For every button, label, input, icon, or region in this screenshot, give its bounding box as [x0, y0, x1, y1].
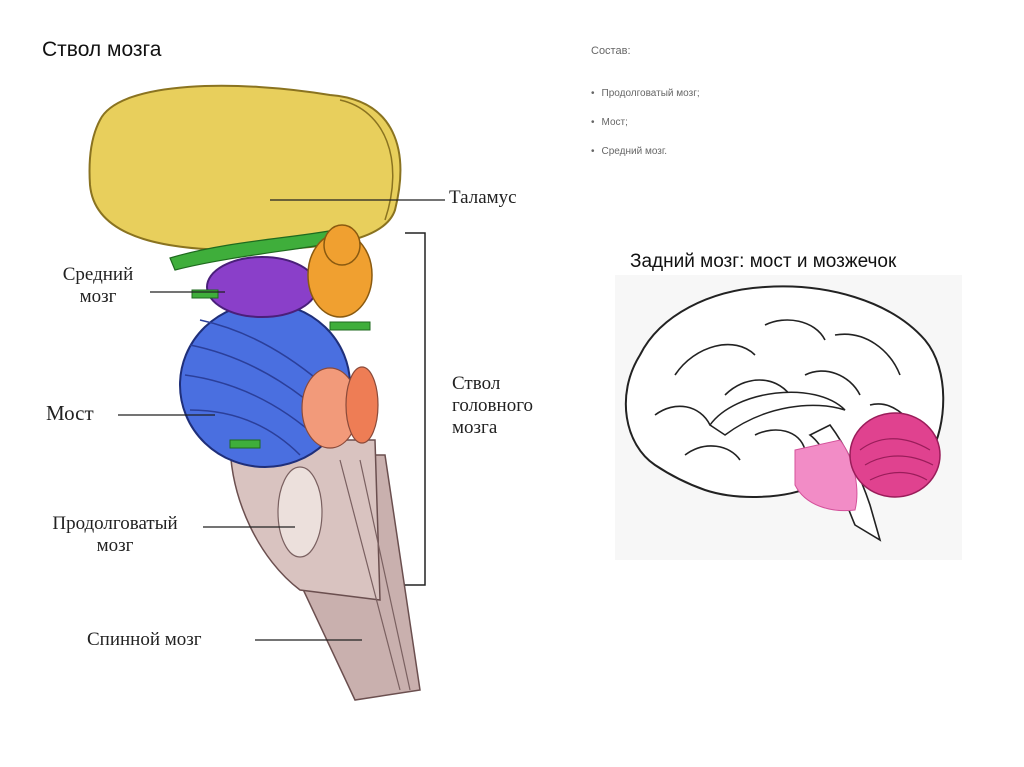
composition-item-medulla: Продолговатый мозг; [591, 88, 700, 117]
hindbrain-illustration [615, 275, 962, 560]
midbrain-shape [206, 256, 318, 318]
olive-shape [277, 466, 323, 558]
label-medulla-line2: мозг [96, 535, 134, 556]
orange-lobe-upper-shape [323, 224, 361, 266]
slide-title: Ствол мозга [42, 38, 162, 61]
pons-highlight [794, 439, 858, 512]
label-medulla-line1: Продолговатый [52, 513, 178, 534]
label-midbrain-line1: Средний [62, 264, 134, 285]
label-midbrain-line2: мозг [79, 286, 117, 307]
thalamus-shape [88, 84, 402, 252]
label-brainstem: Ствол головного мозга [452, 373, 533, 439]
label-spinal-cord: Спинной мозг [87, 629, 202, 650]
cerebellum-shape [849, 412, 941, 498]
composition-heading: Состав: [591, 45, 631, 57]
label-pons: Мост [46, 401, 94, 425]
label-medulla: Продолговатый мозг [30, 513, 200, 557]
composition-item-pons: Мост; [591, 117, 700, 146]
label-brainstem-line3: мозга [452, 417, 498, 438]
label-midbrain: Средний мозг [46, 264, 150, 308]
hindbrain-title: Задний мозг: мост и мозжечок [630, 251, 897, 272]
brainstem-illustration [88, 84, 445, 701]
label-brainstem-line2: головного [452, 395, 534, 416]
label-brainstem-line1: Ствол [452, 373, 501, 394]
composition-item-midbrain: Средний мозг. [591, 146, 700, 175]
brainstem-bracket [405, 232, 426, 586]
salmon-region-right-shape [345, 366, 379, 444]
composition-list: Продолговатый мозг; Мост; Средний мозг. [591, 88, 700, 175]
label-thalamus: Таламус [449, 187, 517, 208]
